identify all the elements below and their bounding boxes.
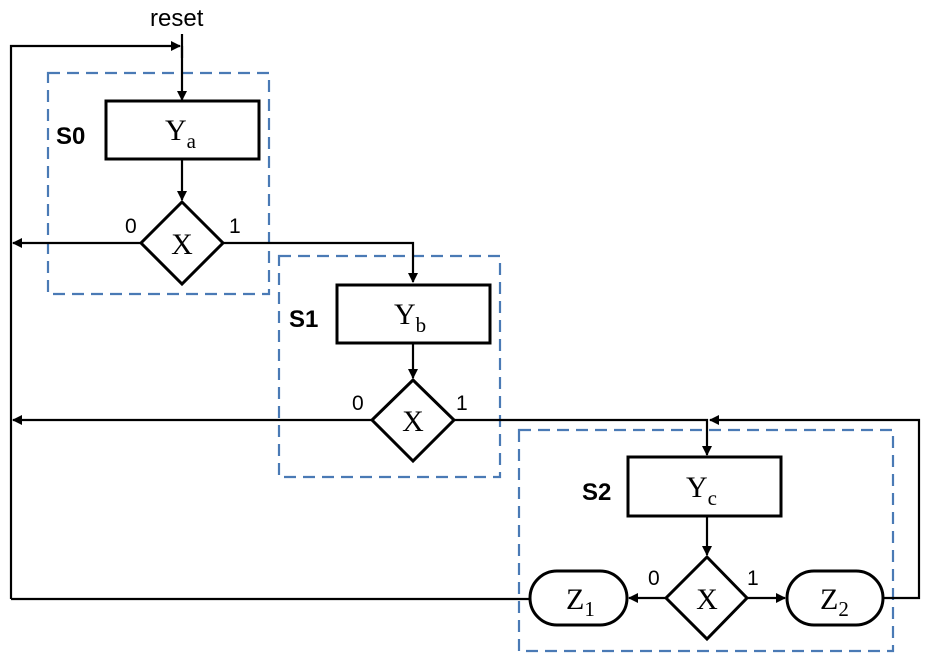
output-label-s0: Ya [165, 114, 197, 153]
reset-label: reset [150, 5, 204, 32]
branch-1-label-s1: 1 [456, 392, 468, 415]
state-name-s1: S1 [289, 306, 318, 333]
s1-true-path [454, 418, 712, 456]
branch-0-label-s2: 0 [648, 567, 660, 590]
state-block-s1 [277, 254, 502, 479]
conditional-output-z1-label: Z1 [566, 583, 595, 621]
state-name-s0: S0 [56, 123, 85, 150]
s0-true-path [223, 241, 418, 283]
decision-label-s0: X [171, 228, 193, 261]
branch-1-label-s0: 1 [229, 215, 241, 238]
branch-0-label-s0: 0 [125, 215, 137, 238]
branch-1-label-s2: 1 [747, 567, 759, 590]
output-box-s0 [104, 99, 261, 161]
output-label-s2: Yc [686, 471, 717, 510]
conditional-output-z2-label: Z2 [820, 583, 849, 621]
output-label-s1: Yb [394, 298, 426, 337]
branch-0-label-s1: 0 [352, 392, 364, 415]
decision-label-s2: X [696, 583, 718, 616]
state-block-s2 [517, 428, 895, 653]
output-box-s2 [626, 455, 783, 518]
z2-loop-path [709, 415, 921, 600]
state-block-s0 [46, 71, 271, 296]
state-name-s2: S2 [582, 479, 611, 506]
decision-label-s1: X [402, 405, 424, 438]
decision-diamond-s0 [138, 199, 226, 287]
decision-diamond-s1 [369, 377, 457, 464]
decision-diamond-s2 [663, 554, 750, 642]
return-bus [9, 41, 181, 599]
